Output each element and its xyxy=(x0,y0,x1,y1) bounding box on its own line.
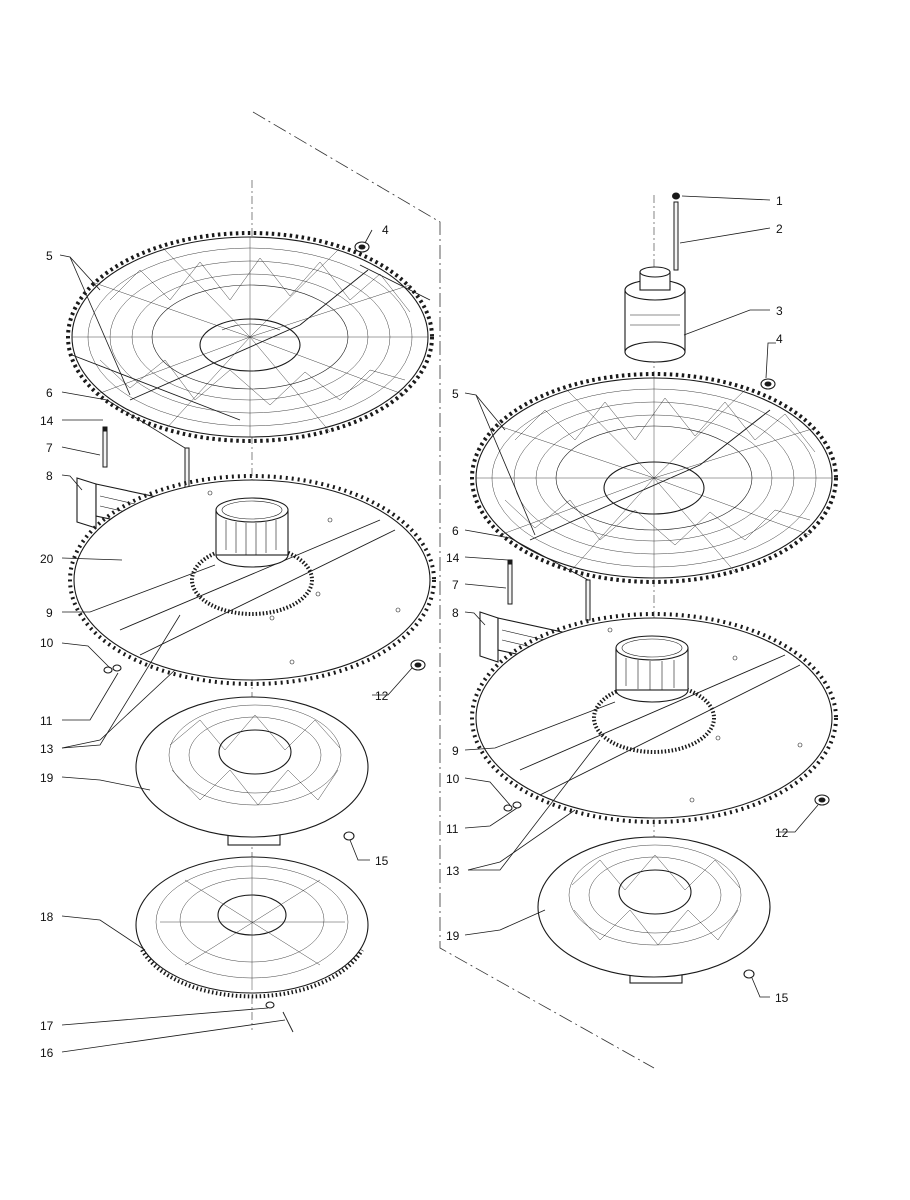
right-callout-4: 4 xyxy=(776,332,783,346)
left-callout-16: 16 xyxy=(40,1046,54,1060)
left-callout-6: 6 xyxy=(46,386,53,400)
right-part-9-hub xyxy=(615,635,689,703)
right-part-4-clip xyxy=(760,378,776,390)
left-parts-16-17-shaft xyxy=(265,1001,294,1033)
right-callout-8: 8 xyxy=(452,606,459,620)
right-callout-15: 15 xyxy=(775,991,789,1005)
right-part-1-nut xyxy=(672,192,680,200)
left-parts-10-11-screws xyxy=(103,664,122,674)
right-callout-19: 19 xyxy=(446,929,460,943)
left-callout-8: 8 xyxy=(46,469,53,483)
left-callout-12: 12 xyxy=(375,689,389,703)
right-leader-lines xyxy=(464,195,819,998)
right-callout-1: 1 xyxy=(776,194,783,208)
right-callout-5: 5 xyxy=(452,387,459,401)
left-part-4-clip xyxy=(354,241,370,253)
left-callout-5: 5 xyxy=(46,249,53,263)
left-part-13-lower-tray xyxy=(68,474,436,686)
right-part-3-motor xyxy=(624,266,686,363)
left-part-18-gear-disc xyxy=(135,856,369,999)
left-callout-7: 7 xyxy=(46,441,53,455)
right-callout-6: 6 xyxy=(452,524,459,538)
right-callout-2: 2 xyxy=(776,222,783,236)
left-leader-lines xyxy=(59,229,413,1053)
left-part-5-top-tray xyxy=(66,231,434,443)
right-callout-7: 7 xyxy=(452,578,459,592)
left-callout-10: 10 xyxy=(40,636,54,650)
left-callout-4: 4 xyxy=(382,223,389,237)
left-callout-11: 11 xyxy=(40,714,53,728)
right-part-13-lower-tray xyxy=(470,612,838,824)
right-callout-10: 10 xyxy=(446,772,460,786)
left-callout-19: 19 xyxy=(40,771,54,785)
left-callout-15: 15 xyxy=(375,854,389,868)
left-part-12-knob xyxy=(410,659,426,671)
left-callout-9: 9 xyxy=(46,606,53,620)
left-assembly: 4 5 6 14 7 8 20 9 10 11 13 12 19 15 18 1… xyxy=(40,180,436,1060)
right-part-12-knob xyxy=(814,794,830,806)
left-part-15-clip xyxy=(343,831,355,841)
left-part-19-disc xyxy=(135,696,369,846)
right-callout-9: 9 xyxy=(452,744,459,758)
right-parts-10-11-screws xyxy=(503,801,522,812)
left-callout-20: 20 xyxy=(40,552,54,566)
right-assembly: 1 2 3 4 5 6 14 7 8 9 10 11 13 12 19 15 xyxy=(446,192,838,1005)
right-callout-3: 3 xyxy=(776,304,783,318)
left-part-9-hub xyxy=(215,497,289,568)
right-part-15-clip xyxy=(743,969,755,979)
left-pins-6-7-14 xyxy=(102,426,190,489)
assembly-divider-line xyxy=(252,111,655,1069)
right-callout-11: 11 xyxy=(446,822,459,836)
right-callout-12: 12 xyxy=(775,826,789,840)
right-part-19-disc xyxy=(537,836,771,984)
right-callout-13: 13 xyxy=(446,864,460,878)
left-callout-13: 13 xyxy=(40,742,54,756)
left-callout-18: 18 xyxy=(40,910,54,924)
right-part-5-top-tray xyxy=(470,372,838,584)
left-callout-14: 14 xyxy=(40,414,54,428)
left-callout-17: 17 xyxy=(40,1019,54,1033)
right-part-2-shaft xyxy=(673,201,679,271)
right-pins-6-7-14 xyxy=(507,559,591,621)
right-callout-14: 14 xyxy=(446,551,460,565)
